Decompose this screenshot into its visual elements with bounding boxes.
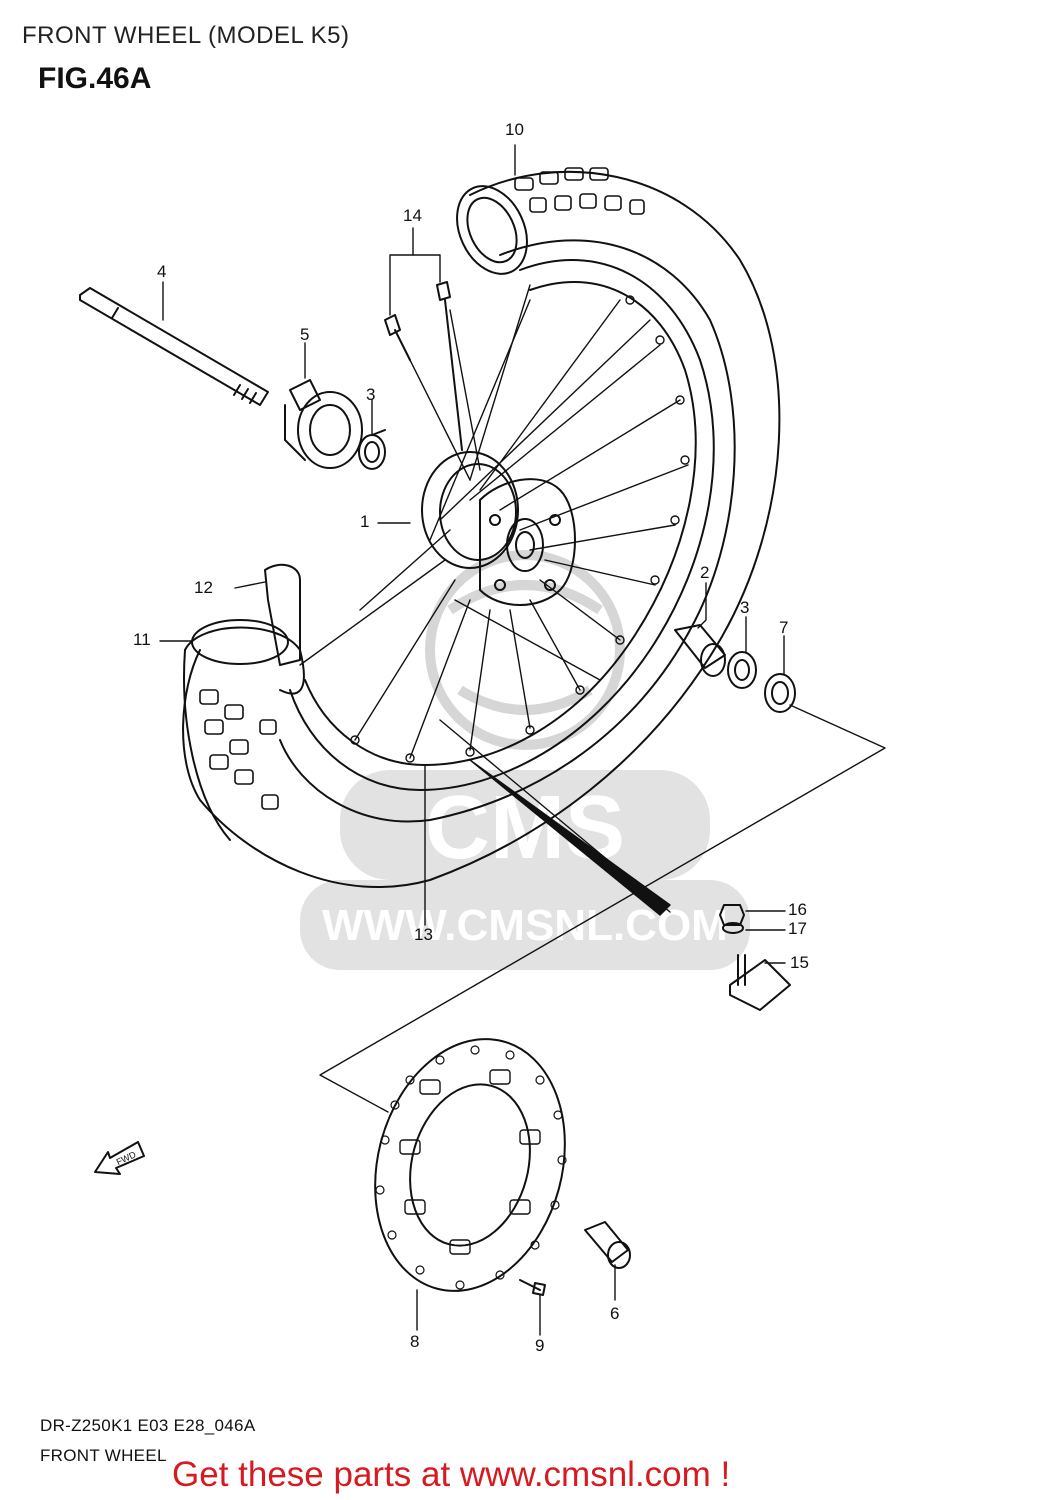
rim-lock	[729, 954, 791, 1011]
diagram-name: FRONT WHEEL	[40, 1446, 167, 1465]
watermark-brand: CMS	[425, 778, 625, 878]
axle	[79, 287, 269, 406]
oil-seal	[764, 673, 796, 713]
callout-3-right: 3	[740, 598, 750, 617]
callout-14: 14	[403, 206, 422, 225]
callout-8: 8	[410, 1332, 420, 1351]
cms-watermark: CMS WWW.CMSNL.COM	[300, 550, 750, 970]
callout-9: 9	[535, 1336, 545, 1355]
spoke-nipples	[384, 281, 463, 451]
callout-7: 7	[779, 618, 789, 637]
bushing	[584, 1221, 631, 1269]
tire	[182, 167, 781, 888]
bearing-left	[358, 429, 386, 470]
callout-6: 6	[610, 1304, 620, 1323]
rim-lock-washer	[722, 922, 744, 934]
callout-1: 1	[360, 512, 370, 531]
callout-2: 2	[700, 563, 710, 582]
callout-16: 16	[788, 900, 807, 919]
assembly-lines	[319, 704, 886, 1113]
parts-link[interactable]: Get these parts at www.cmsnl.com !	[172, 1455, 731, 1494]
bearing-right	[727, 651, 757, 689]
spacer	[674, 624, 726, 677]
rim-lock-nut	[719, 904, 745, 926]
hub	[421, 451, 576, 606]
callout-17: 17	[788, 919, 807, 938]
rim	[289, 259, 715, 791]
brake-disc	[374, 1038, 567, 1292]
callout-10: 10	[505, 120, 524, 139]
diagram-code: DR-Z250K1 E03 E28_046A	[40, 1416, 256, 1435]
callout-4: 4	[157, 262, 167, 281]
callout-11: 11	[133, 630, 151, 649]
callout-5: 5	[300, 325, 310, 344]
figure-number: FIG.46A	[38, 62, 152, 95]
leader-lines	[159, 144, 786, 1336]
callout-13: 13	[414, 925, 433, 944]
fwd-arrow-icon	[94, 1141, 145, 1175]
page-title: FRONT WHEEL (MODEL K5)	[22, 22, 350, 49]
rim-band	[264, 563, 301, 666]
callout-3-left: 3	[366, 385, 376, 404]
spokes	[299, 284, 689, 759]
callout-12: 12	[194, 578, 213, 597]
callout-15: 15	[790, 953, 809, 972]
speedometer-gearbox	[284, 379, 363, 469]
disc-bolt	[519, 1279, 546, 1296]
